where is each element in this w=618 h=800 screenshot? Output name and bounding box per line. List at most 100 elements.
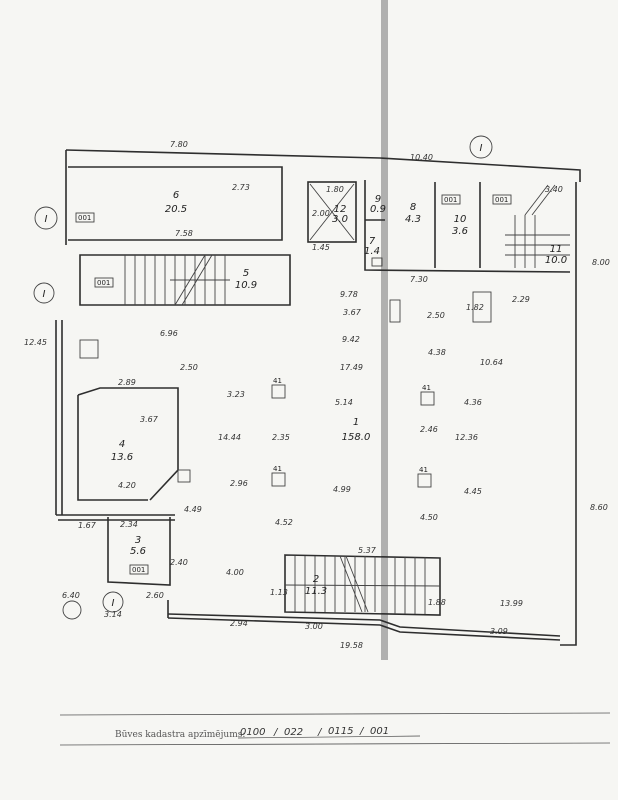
label: 3.40 — [545, 185, 563, 194]
label: / — [317, 727, 323, 738]
stair-room-5 — [79, 254, 291, 306]
room-3-walls — [107, 517, 171, 586]
label: 2.50 — [427, 311, 445, 320]
label: 001 — [444, 196, 457, 204]
outer-walls — [55, 149, 581, 646]
label: 2.73 — [232, 183, 250, 192]
label: 1.82 — [466, 303, 484, 312]
label: I — [45, 214, 48, 225]
label: 4.50 — [420, 513, 438, 522]
room-number: 11 — [550, 244, 563, 255]
label: 1.67 — [78, 521, 97, 530]
column-size-labels: 41 41 41 41 — [273, 377, 431, 474]
room-number: 5 — [243, 268, 249, 279]
room-number: 9 — [375, 194, 381, 205]
label: 2.35 — [272, 433, 290, 442]
label: 4.52 — [275, 518, 293, 527]
cadastre-part: 001 — [370, 726, 389, 737]
label: 2.34 — [120, 520, 138, 529]
label: 001 — [495, 196, 508, 204]
label: 4.00 — [226, 568, 244, 577]
label: 001 — [132, 566, 145, 574]
label: 1.13 — [270, 588, 288, 597]
scan-streak — [381, 0, 388, 660]
label: 14.44 — [218, 433, 241, 442]
label: 13.99 — [500, 599, 523, 608]
label: 17.49 — [340, 363, 363, 372]
label: 2.40 — [170, 558, 188, 567]
label: 12.45 — [24, 338, 47, 347]
room-labels: 6 20.5 5 10.9 12 3.0 9 0.9 7 1.4 8 4.3 1… — [111, 190, 567, 597]
label: 4.38 — [428, 348, 446, 357]
label: 2.00 — [312, 209, 330, 218]
label: I — [43, 289, 46, 300]
label: / — [273, 727, 279, 738]
label: 7.80 — [170, 140, 188, 149]
label: 3.67 — [343, 308, 362, 317]
section-marker-bottom: I — [102, 591, 124, 613]
label: I — [480, 143, 483, 154]
cadastre-label: Būves kadastra apzīmējums: — [115, 730, 245, 740]
room-12-shaft — [307, 181, 357, 243]
dimension-labels: 7.80 10.40 7.58 2.73 1.80 2.00 1.45 9.78… — [24, 140, 610, 650]
inventory-tags: 001 001 001 001 001 — [75, 194, 512, 575]
label: 12.36 — [455, 433, 478, 442]
columns — [79, 291, 492, 488]
room-number: 8 — [410, 202, 416, 213]
room-area: 5.6 — [130, 546, 146, 557]
room-number: 3 — [135, 535, 141, 546]
label: 3.00 — [305, 622, 323, 631]
label: 8.60 — [590, 503, 608, 512]
room-number: 1 — [353, 417, 359, 428]
room-area: 20.5 — [165, 204, 187, 215]
room-area: 10.9 — [235, 280, 257, 291]
label: 5.14 — [335, 398, 353, 407]
section-marker-top-left: I — [34, 206, 58, 230]
cadastre-part: 022 — [284, 727, 303, 738]
room-area: 1.4 — [364, 246, 380, 257]
label: 4.20 — [118, 481, 136, 490]
room-4-walls — [77, 387, 179, 501]
room-number: 2 — [313, 574, 319, 585]
label: 6.40 — [62, 591, 80, 600]
label: 2.96 — [230, 479, 248, 488]
room-area: 4.3 — [405, 214, 421, 225]
label: 2.46 — [420, 425, 438, 434]
room-number: 7 — [369, 236, 376, 247]
label: 19.58 — [340, 641, 363, 650]
label: 4.99 — [333, 485, 351, 494]
label: 2.60 — [146, 591, 164, 600]
label: 001 — [97, 279, 110, 287]
label: 2.94 — [230, 619, 248, 628]
room-number: 4 — [119, 439, 125, 450]
label: 41 — [273, 465, 282, 473]
upper-right-rooms — [364, 180, 571, 273]
label: 10.40 — [410, 153, 433, 162]
label: 4.36 — [464, 398, 482, 407]
room-area: 3.6 — [452, 226, 468, 237]
room-area: 0.9 — [370, 204, 386, 215]
label: 3.23 — [227, 390, 245, 399]
label: 3.09 — [490, 627, 508, 636]
label: 6.96 — [160, 329, 178, 338]
label: 41 — [419, 466, 428, 474]
label: 2.29 — [512, 295, 530, 304]
label: 9.78 — [340, 290, 358, 299]
label: 3.67 — [140, 415, 159, 424]
label: / — [359, 726, 365, 737]
room-area: 11.3 — [305, 586, 327, 597]
label: 7.58 — [175, 229, 193, 238]
room-area: 13.6 — [111, 452, 133, 463]
label: 001 — [78, 214, 91, 222]
label: 1.88 — [428, 598, 446, 607]
cadastre-part: 0100 — [240, 727, 265, 738]
room-area: 10.0 — [545, 255, 567, 266]
cadastre-part: 0115 — [328, 726, 353, 737]
label: I — [112, 598, 115, 609]
label: 10.64 — [480, 358, 503, 367]
label: 4.49 — [184, 505, 202, 514]
label: 1.45 — [312, 243, 330, 252]
label: 41 — [273, 377, 282, 385]
label: 8.00 — [592, 258, 610, 267]
